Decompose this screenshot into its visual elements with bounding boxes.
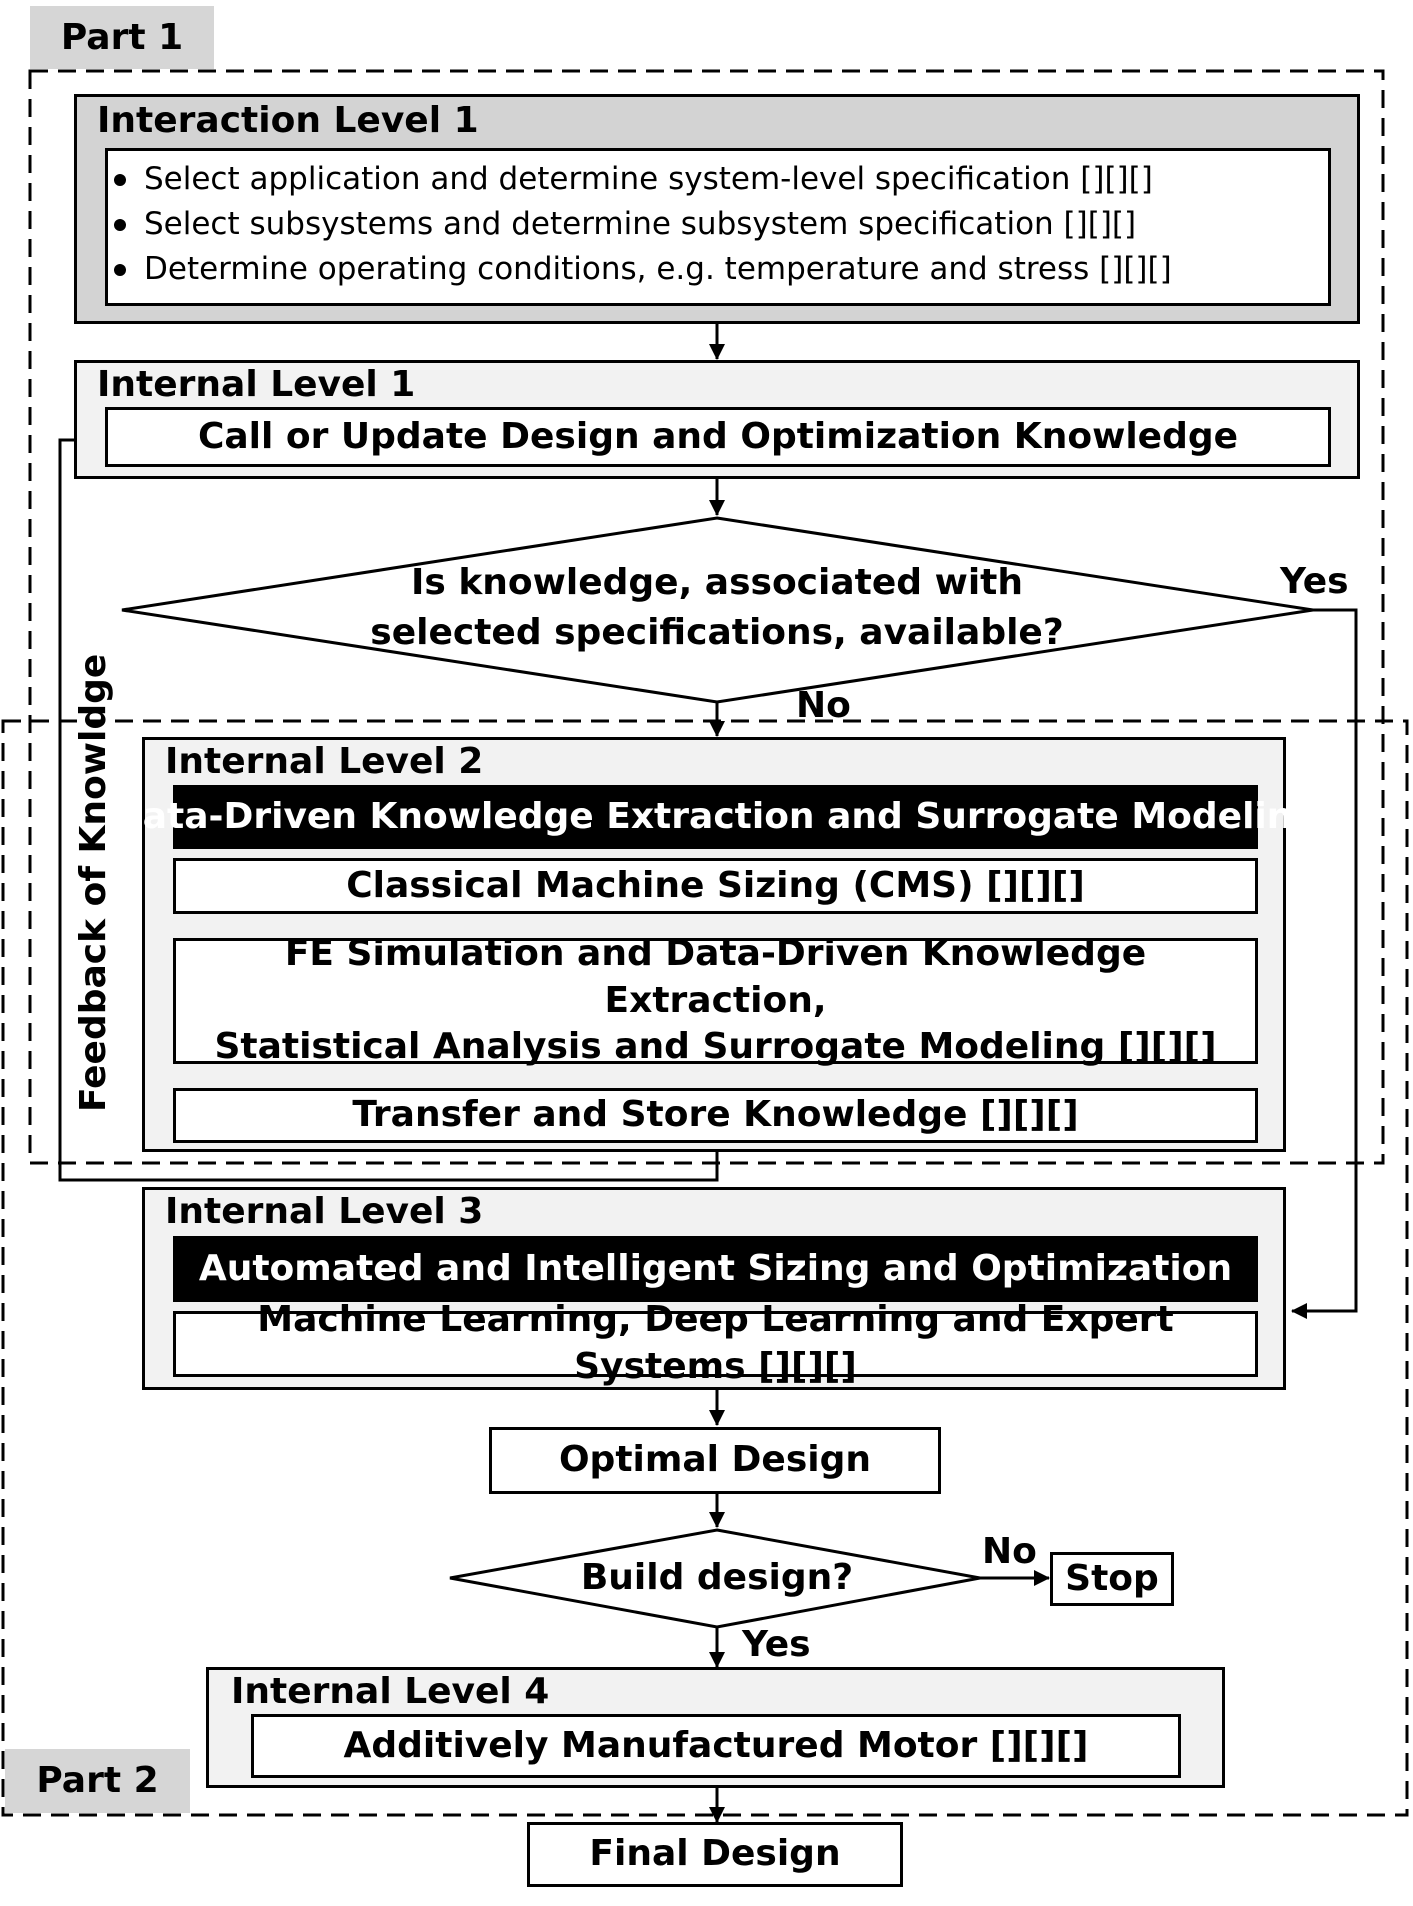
interaction-level-1-bullets: Select application and determine system-…	[108, 151, 1328, 292]
part1-region	[28, 69, 1385, 1165]
transfer-knowledge-box: Transfer and Store Knowledge [][][]	[173, 1088, 1258, 1143]
part2-region	[1, 719, 1409, 1817]
bullet-item: Select subsystems and determine subsyste…	[108, 202, 1328, 247]
feedback-of-knowledge-label: Feedback of Knowldge	[73, 653, 114, 1112]
knowledge-yes-label: Yes	[1280, 561, 1349, 602]
bullet-dot-icon	[114, 218, 126, 231]
stop-box: Stop	[1050, 1552, 1174, 1606]
internal-level-2: Internal Level 2 Data-Driven Knowledge E…	[113, 737, 1318, 1152]
build-decision-text: Build design?	[580, 1557, 854, 1598]
internal-level-4-title: Internal Level 4	[231, 1671, 550, 1712]
build-yes-label: Yes	[742, 1624, 811, 1665]
bullet-item: Determine operating conditions, e.g. tem…	[108, 247, 1328, 292]
internal-level-3-header: Automated and Intelligent Sizing and Opt…	[173, 1236, 1258, 1302]
internal-level-4: Internal Level 4 Additively Manufactured…	[206, 1667, 1225, 1788]
fe-simulation-box: FE Simulation and Data-Driven Knowledge …	[173, 933, 1258, 1067]
internal-level-1: Internal Level 1 Call or Update Design a…	[74, 360, 1360, 479]
interaction-level-1-panel: Select application and determine system-…	[105, 148, 1331, 306]
bullet-item: Select application and determine system-…	[108, 157, 1328, 202]
cms-box: Classical Machine Sizing (CMS) [][][]	[173, 858, 1258, 914]
internal-level-2-title: Internal Level 2	[165, 741, 484, 782]
bullet-dot-icon	[114, 173, 126, 186]
internal-level-1-title: Internal Level 1	[97, 364, 416, 405]
knowledge-decision-text: Is knowledge, associated with selected s…	[370, 562, 1064, 653]
build-no-label: No	[982, 1531, 1037, 1572]
final-design-box: Final Design	[527, 1822, 903, 1887]
bullet-dot-icon	[114, 263, 126, 276]
internal-level-3: Internal Level 3 Automated and Intellige…	[142, 1187, 1286, 1390]
part2-label: Part 2	[5, 1749, 190, 1813]
knowledge-call-box: Call or Update Design and Optimization K…	[105, 407, 1331, 467]
part1-label: Part 1	[30, 6, 214, 69]
optimal-design-box: Optimal Design	[489, 1427, 941, 1494]
additively-manufactured-motor-box: Additively Manufactured Motor [][][]	[251, 1714, 1181, 1778]
knowledge-no-label: No	[796, 685, 851, 726]
internal-level-3-title: Internal Level 3	[165, 1191, 484, 1232]
interaction-level-1-title: Interaction Level 1	[97, 100, 479, 141]
interaction-level-1: Interaction Level 1 Select application a…	[74, 94, 1360, 324]
internal-level-2-header: Data-Driven Knowledge Extraction and Sur…	[113, 785, 1318, 849]
ml-dl-box: Machine Learning, Deep Learning and Expe…	[173, 1299, 1258, 1387]
